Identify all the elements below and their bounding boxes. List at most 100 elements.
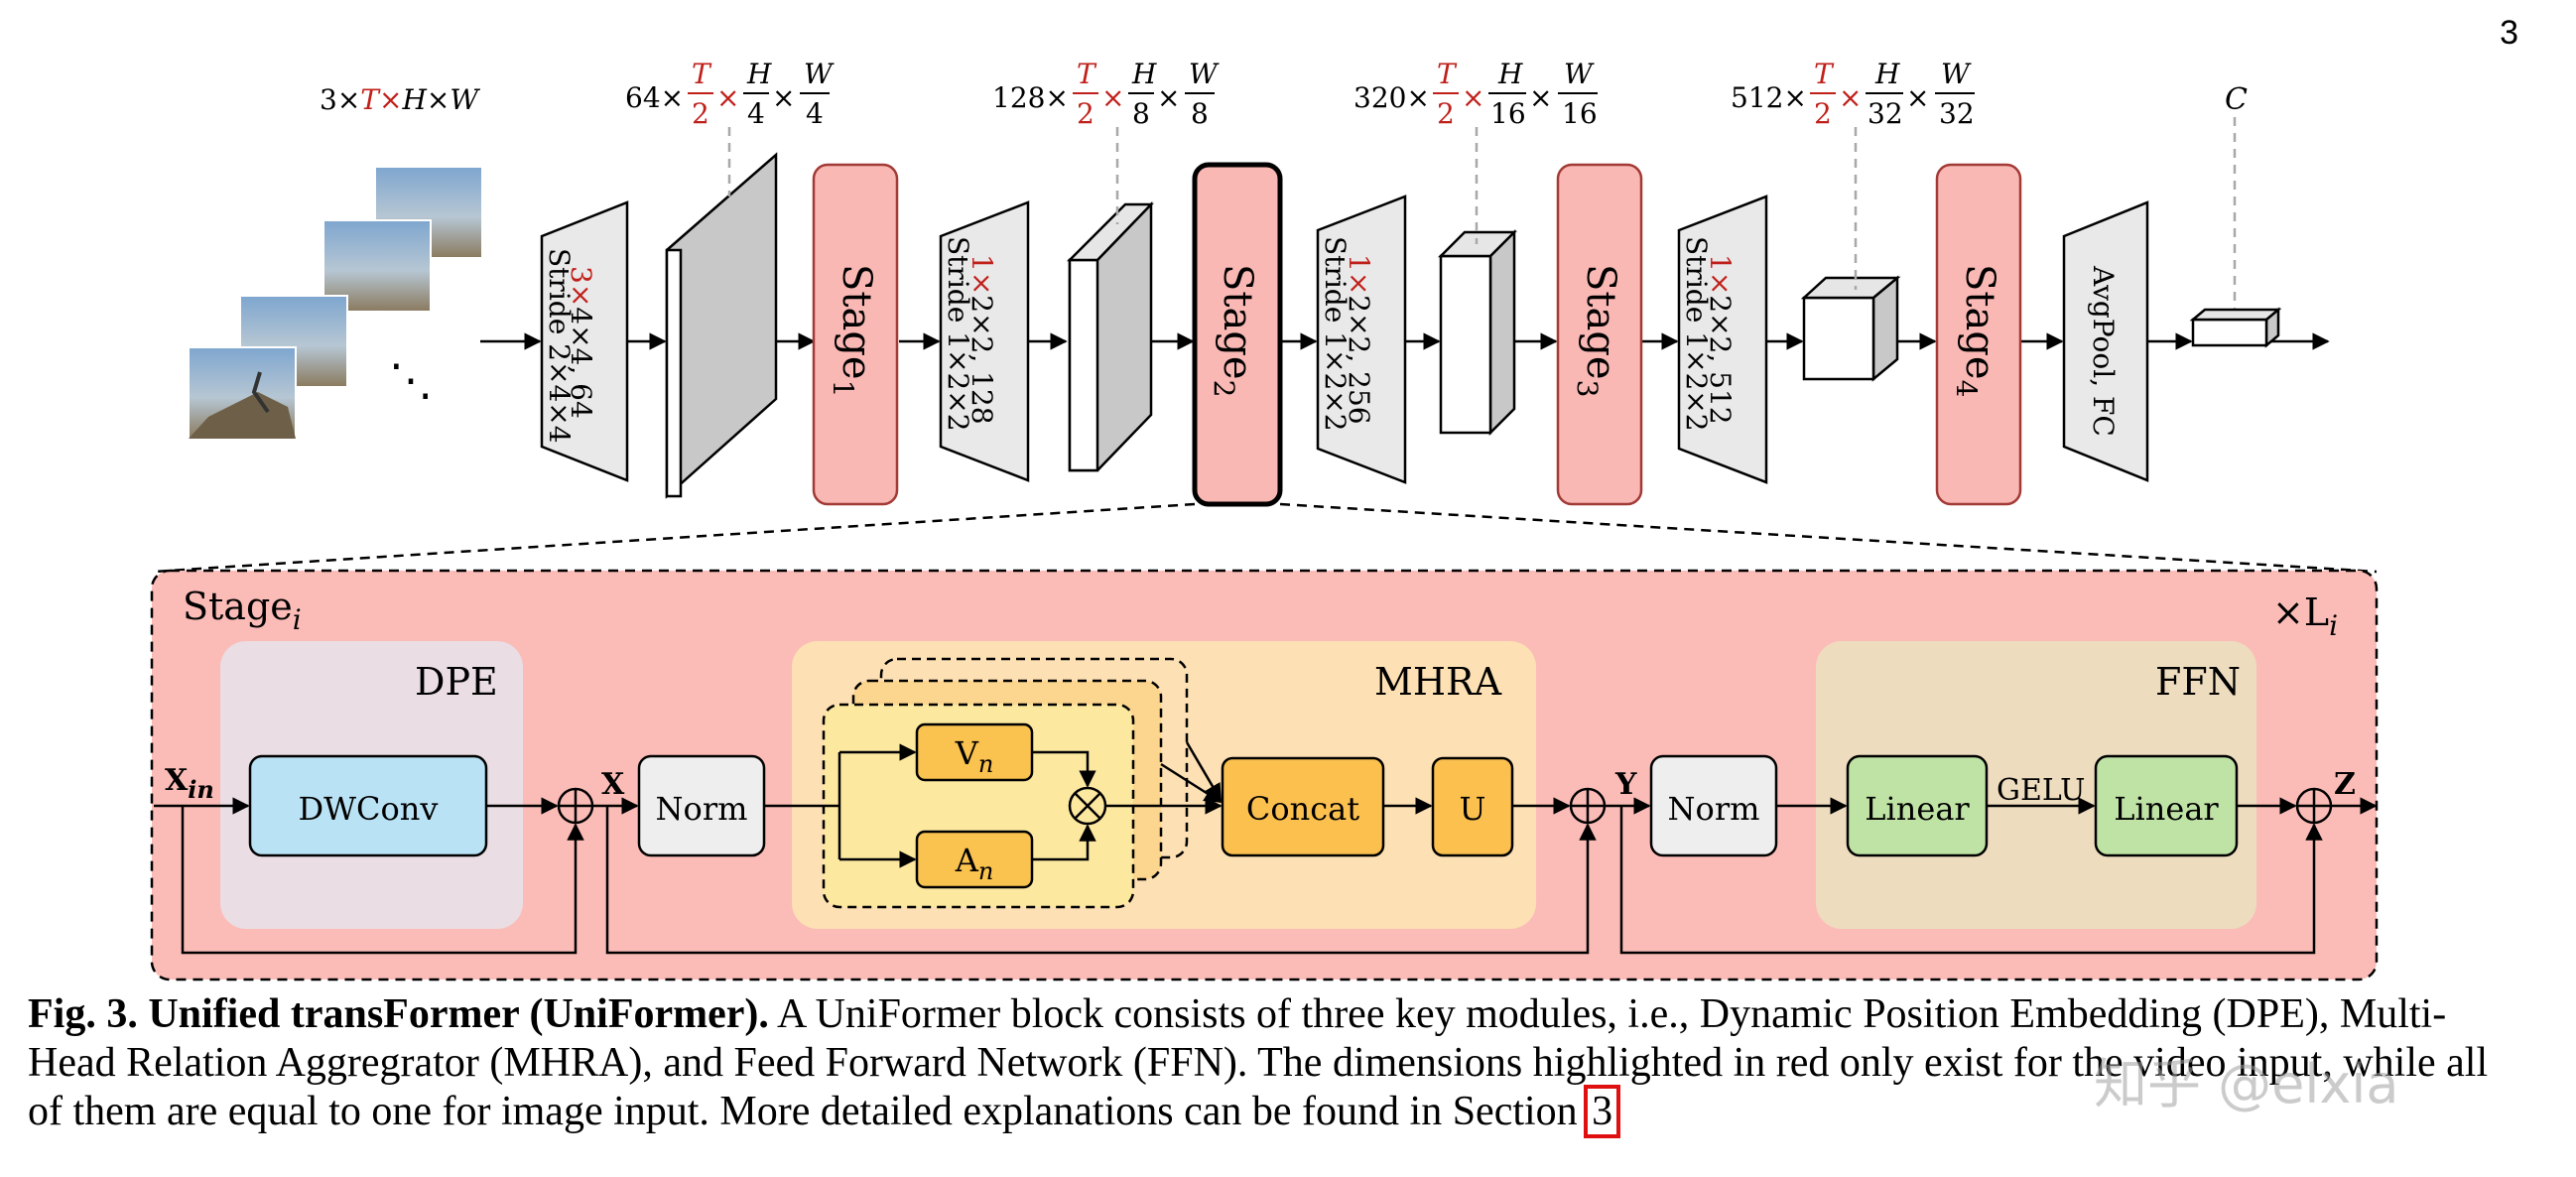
svg-text:Stride 1×2×2: Stride 1×2×2 bbox=[1680, 236, 1713, 432]
svg-text:320×: 320× bbox=[1353, 81, 1430, 114]
y-label: Y bbox=[1614, 767, 1637, 802]
svg-text:2: 2 bbox=[692, 97, 709, 130]
stage-1: Stage1 bbox=[812, 163, 899, 506]
input-dims: 3×T×H×W bbox=[320, 83, 480, 116]
z-label: Z bbox=[2334, 767, 2356, 802]
svg-text:1×2×2, 512: 1×2×2, 512 bbox=[1704, 254, 1737, 425]
svg-text:H: H bbox=[1131, 58, 1157, 90]
concat-label: Concat bbox=[1246, 790, 1359, 828]
svg-text:Stage2: Stage2 bbox=[1208, 264, 1260, 397]
svg-text:×: × bbox=[1462, 81, 1484, 114]
an-label: An bbox=[955, 842, 994, 885]
svg-text:32: 32 bbox=[1939, 97, 1975, 130]
svg-text:2: 2 bbox=[1814, 97, 1832, 130]
svg-text:8: 8 bbox=[1132, 97, 1150, 130]
svg-text:×: × bbox=[1101, 81, 1124, 114]
svg-text:×: × bbox=[1906, 81, 1929, 114]
watermark: 知乎 @elxia bbox=[2094, 1053, 2399, 1115]
feature-map-3 bbox=[1437, 228, 1518, 437]
svg-text:Stride 2×4×4: Stride 2×4×4 bbox=[543, 248, 576, 444]
stage-4: Stage4 bbox=[1935, 163, 2022, 506]
gelu-label: GELU bbox=[1996, 773, 2085, 808]
u-label: U bbox=[1460, 790, 1486, 828]
svg-text:4: 4 bbox=[747, 97, 765, 130]
svg-text:1×2×2, 256: 1×2×2, 256 bbox=[1343, 254, 1375, 425]
svg-text:2: 2 bbox=[1077, 97, 1095, 130]
svg-text:3×4×4, 64: 3×4×4, 64 bbox=[565, 266, 597, 419]
svg-text:16: 16 bbox=[1562, 97, 1598, 130]
dpe-title: DPE bbox=[415, 660, 498, 704]
svg-text:64×: 64× bbox=[625, 81, 684, 114]
feature-map-1 bbox=[665, 152, 778, 499]
svg-text:W: W bbox=[1941, 58, 1972, 90]
patch-embed-4: 1×2×2, 512 Stride 1×2×2 bbox=[1677, 195, 1768, 484]
svg-text:H: H bbox=[1497, 58, 1523, 90]
stage-3: Stage3 bbox=[1556, 163, 1643, 506]
svg-text:×: × bbox=[1839, 81, 1862, 114]
mhra-title: MHRA bbox=[1374, 660, 1502, 704]
svg-text:×: × bbox=[716, 81, 739, 114]
svg-text:AvgPool, FC: AvgPool, FC bbox=[2087, 265, 2120, 437]
patch-embed-2: 1×2×2, 128 Stride 1×2×2 bbox=[939, 200, 1030, 482]
x-label: X bbox=[601, 767, 625, 802]
linear1-label: Linear bbox=[1865, 790, 1970, 828]
avgpool-fc: AvgPool, FC bbox=[2062, 200, 2149, 482]
svg-text:16: 16 bbox=[1490, 97, 1526, 130]
dims-stage-3: 320× T 2 × H 16 × W 16 bbox=[1353, 58, 1598, 130]
svg-text:×: × bbox=[772, 81, 795, 114]
svg-text:W: W bbox=[804, 58, 835, 90]
block-flow-lines bbox=[154, 741, 2378, 955]
svg-text:H: H bbox=[1874, 58, 1900, 90]
add-nodes bbox=[557, 787, 2333, 825]
ffn-module bbox=[1816, 641, 2256, 929]
output-dim-c: C bbox=[2225, 82, 2248, 117]
dims-stage-1: 64× T 2 × H 4 × W 4 bbox=[625, 58, 835, 130]
figure-caption: Fig. 3. Unified transFormer (UniFormer).… bbox=[28, 990, 2528, 1138]
svg-text:T: T bbox=[1077, 58, 1097, 90]
output-vector bbox=[2189, 307, 2282, 348]
svg-text:1×2×2, 128: 1×2×2, 128 bbox=[966, 254, 998, 425]
svg-text:Stage4: Stage4 bbox=[1950, 264, 2002, 397]
caption-text: A UniFormer block consists of three key … bbox=[28, 991, 2489, 1134]
frames-ellipsis: ⋱ bbox=[389, 355, 433, 406]
patch-embed-1: 3×4×4, 64 Stride 2×4×4 bbox=[540, 200, 629, 482]
input-frames bbox=[188, 166, 483, 440]
block-repeat: ×Li bbox=[2272, 590, 2338, 642]
norm1-label: Norm bbox=[656, 790, 748, 828]
patch-embed-3: 1×2×2, 256 Stride 1×2×2 bbox=[1316, 195, 1407, 484]
matmul-symbol bbox=[1068, 786, 1107, 826]
svg-text:4: 4 bbox=[806, 97, 824, 130]
zoom-lines bbox=[153, 502, 2378, 574]
section-ref-link[interactable]: 3 bbox=[1584, 1085, 1621, 1138]
svg-text:H: H bbox=[746, 58, 772, 90]
svg-text:Stride 1×2×2: Stride 1×2×2 bbox=[942, 236, 974, 432]
dims-stage-2: 128× T 2 × H 8 × W 8 bbox=[992, 58, 1220, 130]
dim-leaders bbox=[727, 117, 2237, 314]
svg-text:128×: 128× bbox=[992, 81, 1069, 114]
page-number: 3 bbox=[2500, 14, 2518, 52]
svg-text:512×: 512× bbox=[1731, 81, 1807, 114]
svg-text:×: × bbox=[1157, 81, 1180, 114]
svg-text:8: 8 bbox=[1191, 97, 1209, 130]
dims-stage-4: 512× T 2 × H 32 × W 32 bbox=[1731, 58, 1975, 130]
svg-text:Stage1: Stage1 bbox=[827, 264, 879, 397]
norm2-label: Norm bbox=[1668, 790, 1760, 828]
svg-text:2: 2 bbox=[1437, 97, 1455, 130]
vn-label: Vn bbox=[955, 734, 994, 778]
svg-text:Stride 1×2×2: Stride 1×2×2 bbox=[1319, 236, 1352, 432]
svg-text:W: W bbox=[1564, 58, 1595, 90]
svg-text:T: T bbox=[692, 58, 712, 90]
svg-text:W: W bbox=[1189, 58, 1220, 90]
feature-map-2 bbox=[1066, 200, 1154, 472]
uniformer-diagram: 3×T×H×W ⋱ 3×4×4, 64 Stride 2×4×4 1× bbox=[150, 58, 2379, 981]
stage-2: Stage2 bbox=[1192, 162, 1283, 507]
svg-text:32: 32 bbox=[1868, 97, 1903, 130]
svg-text:T: T bbox=[1814, 58, 1835, 90]
svg-text:×: × bbox=[1529, 81, 1552, 114]
feature-map-4 bbox=[1800, 275, 1901, 382]
linear2-label: Linear bbox=[2114, 790, 2219, 828]
ffn-title: FFN bbox=[2155, 660, 2241, 704]
block-title: Stagei bbox=[183, 585, 302, 636]
dwconv-label: DWConv bbox=[299, 790, 439, 828]
x-in-label: Xin bbox=[165, 763, 214, 804]
